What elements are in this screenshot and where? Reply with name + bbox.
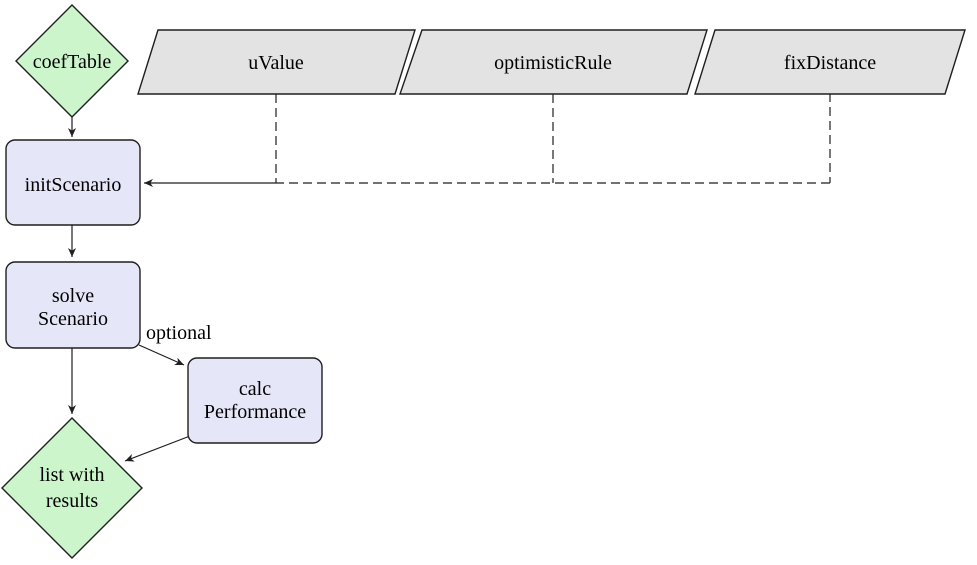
optimistic-rule-node [399, 29, 708, 95]
u-value-label: uValue [248, 52, 304, 74]
u-value-node [137, 29, 416, 95]
init-scenario-node [5, 139, 141, 226]
coef-table-label: coefTable [33, 51, 112, 73]
calc-performance-label-line2: Performance [204, 401, 306, 423]
calc-performance-label-line1: calc [239, 378, 271, 400]
list-results-label-line2: results [46, 490, 98, 512]
optimistic-rule-label: optimisticRule [494, 52, 612, 74]
calc-performance-node [187, 357, 323, 444]
list-results-label-line1: list with [39, 464, 104, 486]
coef-table-node [15, 4, 129, 118]
solve-scenario-label-line1: solve [52, 285, 94, 307]
edge-solvescenario-to-calcperformance [138, 344, 185, 366]
list-results-node [1, 417, 143, 559]
optional-edge-label: optional [146, 322, 212, 344]
solve-scenario-label-line2: Scenario [38, 308, 108, 330]
fix-distance-node [694, 29, 966, 95]
init-scenario-label: initScenario [25, 174, 122, 196]
edge-calcperformance-to-results [124, 435, 191, 462]
fix-distance-label: fixDistance [784, 52, 876, 74]
solve-scenario-node [5, 261, 141, 349]
